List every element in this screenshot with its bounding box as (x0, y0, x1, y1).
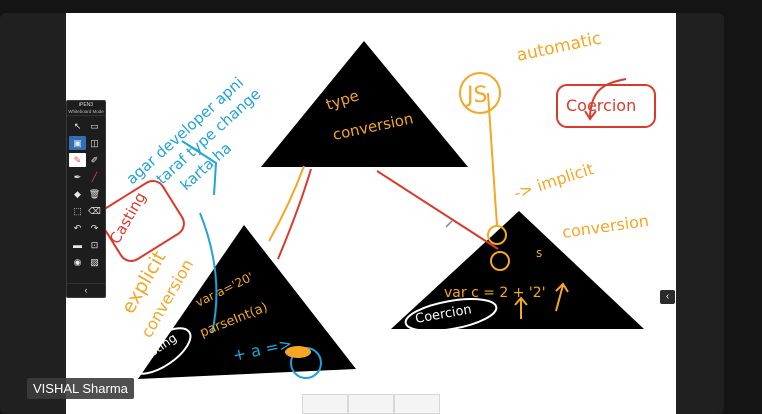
blue-note-line1: agar developer apni (123, 73, 247, 187)
highlighter-icon: ✐ (90, 154, 99, 165)
line-orange-js (487, 92, 498, 226)
right-triangle-line: var c = 2 + '2' (444, 285, 546, 301)
coercion-oval (404, 298, 498, 332)
image-button[interactable]: ▨ (86, 255, 103, 269)
triangle-left (138, 225, 356, 379)
chevron-left-icon: ‹ (84, 285, 88, 295)
small-circle-bottom (490, 251, 510, 271)
trash-icon: 🗑 (88, 188, 101, 199)
toolbar-collapse-button[interactable]: ‹ (67, 283, 105, 297)
whiteboard-canvas[interactable]: JS Coercion automatic -> implicit conver… (66, 13, 676, 414)
marker-tool[interactable]: ✒ (69, 170, 86, 184)
js-circle (459, 72, 501, 114)
pen-tool[interactable]: ✎ (69, 153, 86, 167)
implicit-label: -> implicit (511, 159, 596, 203)
toolbar-title: iPEN3 (78, 102, 94, 108)
undo-button[interactable]: ↶ (69, 221, 86, 235)
split-tool[interactable]: ◫ (86, 136, 103, 150)
page-tab[interactable] (394, 394, 440, 414)
cursor-icon (445, 220, 453, 228)
select-tool[interactable]: ⬚ (69, 204, 86, 218)
orange-scribble (285, 346, 311, 358)
eraser-icon: ⌫ (88, 205, 101, 216)
present-icon: ▬ (73, 239, 82, 250)
fill-tool[interactable]: ◆ (69, 187, 86, 201)
image-icon: ▨ (90, 256, 99, 267)
drawing-layer: JS Coercion automatic -> implicit conver… (99, 28, 656, 379)
select-icon: ⬚ (73, 205, 82, 216)
screen-tool[interactable]: ▭ (86, 119, 103, 133)
line-red-left (277, 168, 312, 260)
coercion-label: Coercion (566, 96, 636, 115)
capture-icon: ⊡ (90, 239, 99, 250)
capture-button[interactable]: ⊡ (86, 238, 103, 252)
casting-oval (130, 327, 192, 375)
line-tool[interactable]: ╱ (86, 170, 103, 184)
right-s-label: s (536, 246, 542, 260)
whiteboard-tool[interactable]: ▣ (69, 136, 86, 150)
page-tab[interactable] (302, 394, 348, 414)
casting-label: Casting (106, 189, 150, 247)
toolbar-mode: Whiteboard Mode (67, 109, 105, 116)
trash-tool[interactable]: 🗑 (86, 187, 103, 201)
bottom-tab-strip (302, 394, 440, 414)
chevron-left-icon: ‹ (665, 291, 670, 302)
blue-bracket (181, 140, 218, 196)
triangle-top (261, 41, 468, 167)
whiteboard-icon: ▣ (73, 137, 82, 148)
arrow-coercion (589, 78, 627, 118)
line-red-right (376, 170, 499, 250)
redo-icon: ↷ (90, 222, 99, 233)
fill-icon: ◆ (74, 188, 81, 199)
automatic-label: automatic (515, 28, 603, 65)
arrow-up-right (555, 282, 569, 312)
pen-icon: ✎ (73, 154, 82, 165)
eraser-tool[interactable]: ⌫ (86, 204, 103, 218)
arrow-up-left (514, 296, 528, 319)
split-icon: ◫ (90, 137, 99, 148)
present-button[interactable]: ▬ (69, 238, 86, 252)
page-tab[interactable] (348, 394, 394, 414)
screen-icon: ▭ (90, 120, 99, 131)
record-icon: ◉ (73, 256, 82, 267)
participant-name-label: VISHAL Sharma (27, 378, 134, 399)
arrow-head-coercion (584, 110, 597, 121)
redo-button[interactable]: ↷ (86, 221, 103, 235)
side-panel-toggle[interactable]: ‹ (660, 290, 675, 304)
line-icon: ╱ (91, 171, 98, 182)
pointer-tool[interactable]: ↖ (69, 119, 86, 133)
undo-icon: ↶ (73, 222, 82, 233)
small-circle-top (487, 225, 507, 245)
blue-curve (199, 212, 218, 334)
record-button[interactable]: ◉ (69, 255, 86, 269)
whiteboard-toolbar: iPEN3 Whiteboard Mode ↖ ▭ ▣ ◫ ✎ ✐ ✒ ╱ ◆ … (66, 100, 106, 298)
casting-box (99, 180, 185, 262)
line-orange-left (268, 165, 305, 242)
conversion-right-label: conversion (561, 211, 650, 242)
marker-icon: ✒ (73, 171, 82, 182)
pointer-icon: ↖ (73, 120, 82, 131)
highlighter-tool[interactable]: ✐ (86, 153, 103, 167)
js-label: JS (465, 83, 487, 108)
coercion-box (556, 84, 656, 128)
